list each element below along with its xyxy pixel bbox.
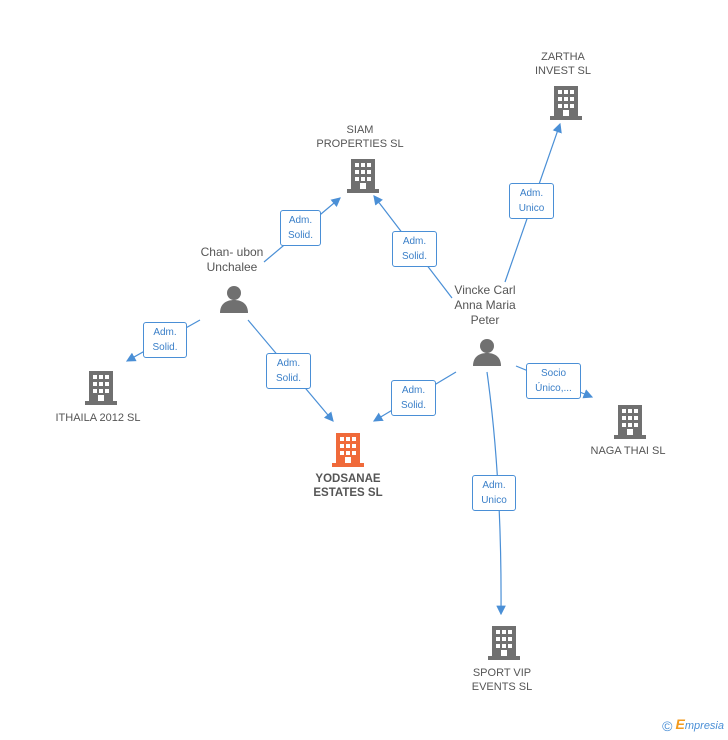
copyright-icon: © [662, 718, 673, 734]
relation-badge-vincke-sport[interactable]: Adm. Unico [472, 475, 516, 511]
person-icon-vincke[interactable] [472, 337, 502, 367]
building-icon-zartha[interactable] [550, 84, 582, 120]
relation-badge-chan-yodsanae[interactable]: Adm. Solid. [266, 353, 311, 389]
node-label-sport[interactable]: SPORT VIP EVENTS SL [471, 667, 533, 693]
building-icon-ithaila[interactable] [85, 369, 117, 405]
relation-badge-chan-ithaila[interactable]: Adm. Solid. [143, 322, 187, 358]
relation-badge-vincke-zartha[interactable]: Adm. Unico [509, 183, 554, 219]
footer-brand[interactable]: © Empresia [662, 716, 724, 734]
node-label-naga[interactable]: NAGA THAI SL [590, 445, 666, 457]
brand-initial: E [675, 715, 685, 732]
node-label-vincke[interactable]: Vincke Carl Anna Maria Peter [454, 283, 516, 327]
relation-badge-vincke-naga[interactable]: Socio Único,... [526, 363, 581, 399]
node-label-ithaila[interactable]: ITHAILA 2012 SL [55, 412, 141, 424]
node-label-yodsanae[interactable]: YODSANAE ESTATES SL [313, 473, 383, 499]
node-label-chan[interactable]: Chan- ubon Unchalee [200, 245, 264, 274]
brand-name: mpresia [684, 719, 724, 732]
building-icon-yodsanae[interactable] [332, 431, 364, 467]
building-icon-siam[interactable] [347, 157, 379, 193]
building-icon-naga[interactable] [614, 403, 646, 439]
building-icon-sport[interactable] [488, 624, 520, 660]
node-label-siam[interactable]: SIAM PROPERTIES SL [316, 124, 404, 150]
relation-badge-chan-siam[interactable]: Adm. Solid. [280, 210, 321, 246]
relation-badge-vincke-siam[interactable]: Adm. Solid. [392, 231, 437, 267]
relation-badge-vincke-yodsanae[interactable]: Adm. Solid. [391, 380, 436, 416]
person-icon-chan[interactable] [219, 284, 249, 314]
node-label-zartha[interactable]: ZARTHA INVEST SL [534, 51, 592, 77]
